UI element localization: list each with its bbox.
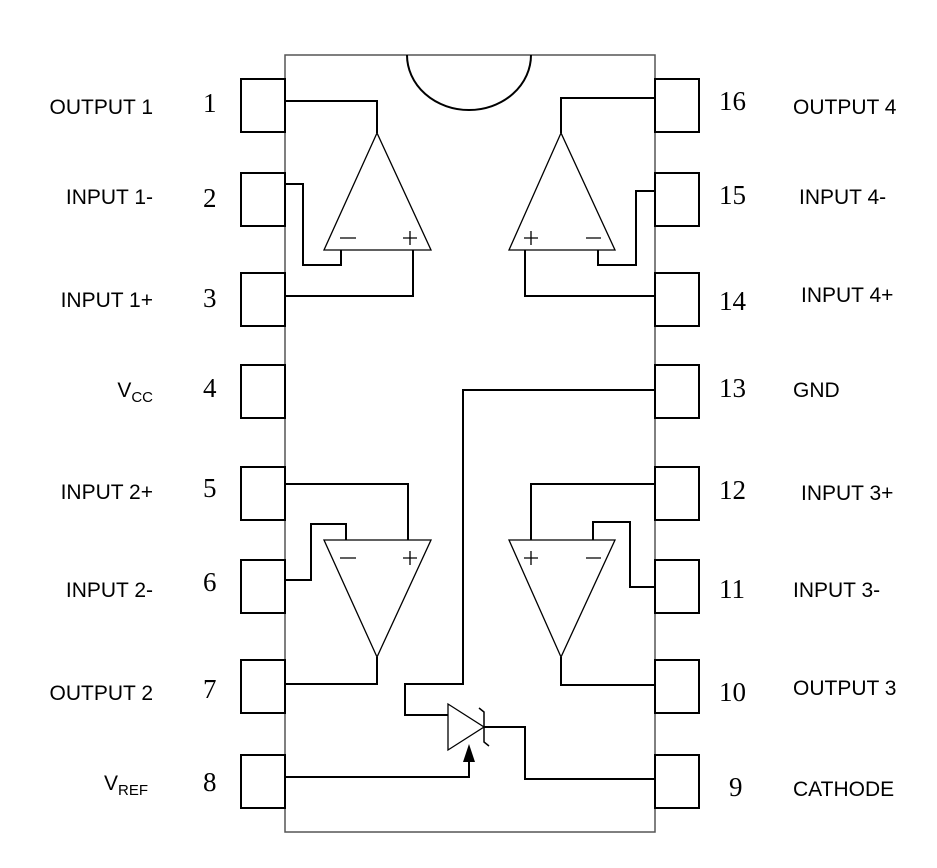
pin-label: INPUT 4- bbox=[799, 186, 887, 209]
pin-number: 3 bbox=[203, 283, 217, 313]
pin-label: INPUT 2- bbox=[65, 579, 153, 602]
pin-number: 13 bbox=[719, 373, 746, 403]
pin-label: INPUT 3+ bbox=[801, 482, 894, 505]
pin-label-vref: VREF bbox=[3, 772, 148, 799]
pin-number: 12 bbox=[719, 475, 746, 505]
vcc-text: V bbox=[117, 379, 132, 402]
pin-label: GND bbox=[793, 379, 840, 402]
orientation-notch bbox=[406, 54, 532, 111]
pin-label: OUTPUT 1 bbox=[49, 96, 153, 119]
ref-arrow-icon bbox=[463, 744, 475, 762]
polarity-marks bbox=[340, 231, 601, 565]
pin-label-vcc: VCC bbox=[3, 379, 153, 406]
op-amp-4 bbox=[507, 97, 655, 297]
op-amp-1 bbox=[285, 100, 433, 297]
shunt-regulator bbox=[285, 389, 655, 780]
op-amp-2 bbox=[285, 483, 433, 685]
pin-label: INPUT 1- bbox=[65, 186, 153, 209]
right-pin-pads bbox=[654, 78, 700, 809]
pin-number: 7 bbox=[203, 674, 217, 704]
pin-number: 6 bbox=[203, 567, 217, 597]
vcc-subscript: CC bbox=[131, 389, 153, 406]
pin-number: 11 bbox=[719, 574, 745, 604]
vref-text: V bbox=[103, 772, 118, 795]
pin-label: INPUT 2+ bbox=[60, 481, 153, 504]
pin-number: 9 bbox=[729, 772, 743, 802]
ic-body bbox=[284, 54, 656, 833]
pin-number: 2 bbox=[203, 183, 217, 213]
pin-label: OUTPUT 2 bbox=[49, 682, 153, 705]
pin-number: 10 bbox=[719, 677, 746, 707]
op-amp-3 bbox=[507, 483, 655, 686]
pin-number: 5 bbox=[203, 473, 217, 503]
pin-number: 8 bbox=[203, 767, 217, 797]
pin-label: OUTPUT 3 bbox=[793, 677, 897, 700]
vref-subscript: REF bbox=[118, 782, 148, 799]
pin-number: 14 bbox=[719, 286, 746, 316]
left-pin-pads bbox=[240, 78, 286, 809]
pin-label: INPUT 1+ bbox=[60, 289, 153, 312]
pin-label: INPUT 4+ bbox=[801, 284, 894, 307]
pin-number: 16 bbox=[719, 86, 746, 116]
pin-label: OUTPUT 4 bbox=[793, 96, 897, 119]
pin-label: CATHODE bbox=[793, 778, 895, 801]
pin-number: 1 bbox=[203, 88, 217, 118]
pin-label: INPUT 3- bbox=[793, 579, 881, 602]
pin-number: 15 bbox=[719, 180, 746, 210]
pin-number: 4 bbox=[203, 373, 217, 403]
